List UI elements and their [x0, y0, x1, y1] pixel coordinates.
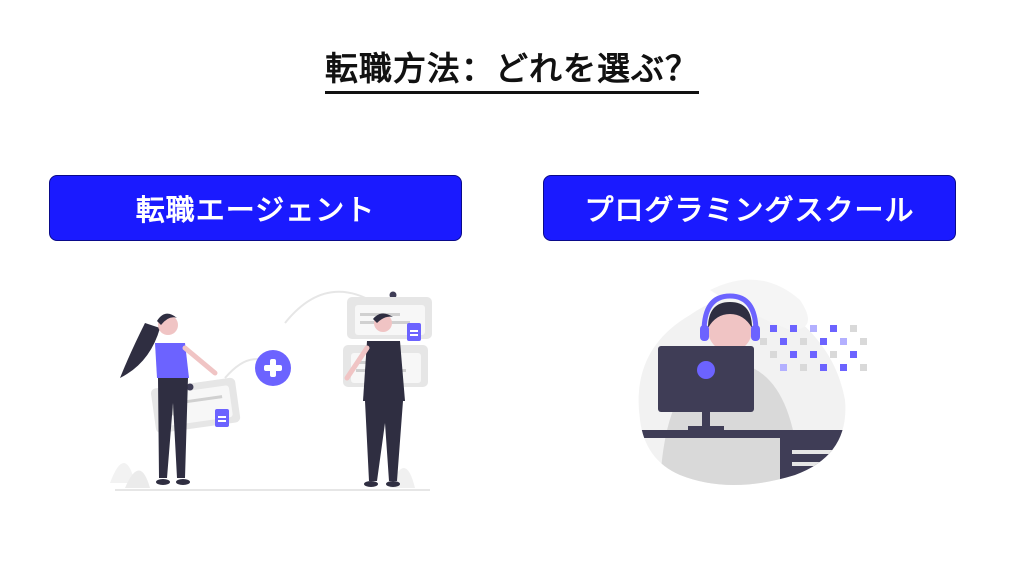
page-title-text: 転職方法：どれを選ぶ？	[325, 48, 699, 95]
option-school-label: プログラミングスクール	[543, 175, 956, 241]
agent-meeting-illustration	[110, 290, 432, 491]
page-title: 転職方法：どれを選ぶ？	[0, 48, 1024, 95]
option-agent-label: 転職エージェント	[49, 175, 462, 241]
programmer-at-computer-illustration	[638, 279, 867, 485]
